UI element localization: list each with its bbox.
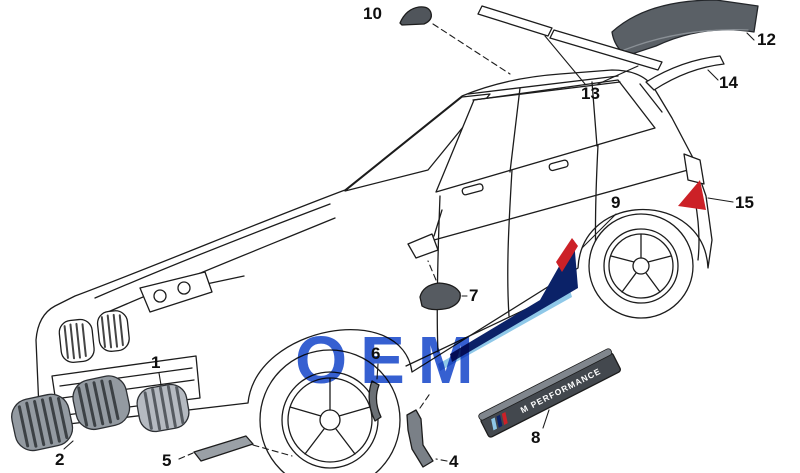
part-roof-spoiler-12	[611, 0, 759, 57]
part-trim-5	[193, 435, 254, 462]
front-door-handle	[461, 183, 484, 196]
callout-6[interactable]: 6	[371, 344, 381, 363]
part-grille-1	[136, 383, 190, 433]
callout-7[interactable]: 7	[469, 286, 479, 305]
headlight-lens	[153, 289, 167, 303]
mirror-stalk	[433, 209, 443, 237]
part-sill-cover-8: M PERFORMANCE	[478, 348, 621, 438]
callout-15[interactable]: 15	[735, 193, 754, 212]
callout-8[interactable]: 8	[531, 428, 541, 447]
m-logo-stripe-red	[501, 411, 508, 425]
roof-rails	[467, 75, 621, 101]
part-roof-strips-13	[477, 5, 663, 71]
headlight-lens	[177, 281, 191, 295]
part-door-edge-6	[368, 380, 382, 422]
rear-wheel	[588, 213, 694, 319]
callout-14[interactable]: 14	[719, 73, 738, 92]
callout-9[interactable]: 9	[611, 193, 621, 212]
door-lines	[405, 144, 689, 367]
callout-5[interactable]: 5	[162, 451, 172, 470]
side-mirror	[407, 233, 439, 259]
callout-4[interactable]: 4	[449, 452, 459, 471]
leader-lines	[63, 23, 755, 462]
decal-stripe-red	[556, 238, 578, 272]
part-arch-accent-15	[678, 180, 706, 210]
car-kidney-grilles	[58, 310, 130, 363]
part-antenna-10	[399, 6, 432, 26]
side-windows	[435, 79, 656, 193]
watermark-text: OEM	[295, 323, 487, 398]
callout-12[interactable]: 12	[757, 30, 776, 49]
taillight	[683, 153, 705, 185]
m-logo-stripe-lightblue	[491, 417, 498, 431]
m-logo-stripe-navy	[496, 414, 503, 428]
decal-stripes-9	[438, 238, 578, 371]
window-pillar-lines	[509, 81, 598, 173]
callout-1[interactable]: 1	[151, 353, 161, 372]
callout-2[interactable]: 2	[55, 450, 65, 469]
part-lip-spoiler-14	[645, 55, 725, 91]
dashed-leader-lines	[178, 23, 511, 462]
front-wheel	[259, 349, 401, 473]
decal-stripe-navy	[450, 240, 578, 362]
callout-13[interactable]: 13	[581, 84, 600, 103]
windshield	[344, 93, 491, 192]
part-bracket-4	[406, 409, 434, 468]
part-grille-2	[11, 375, 131, 452]
callout-10[interactable]: 10	[363, 4, 382, 23]
part-mirror-cap-7	[419, 282, 461, 311]
rear-door-handle	[548, 159, 569, 172]
